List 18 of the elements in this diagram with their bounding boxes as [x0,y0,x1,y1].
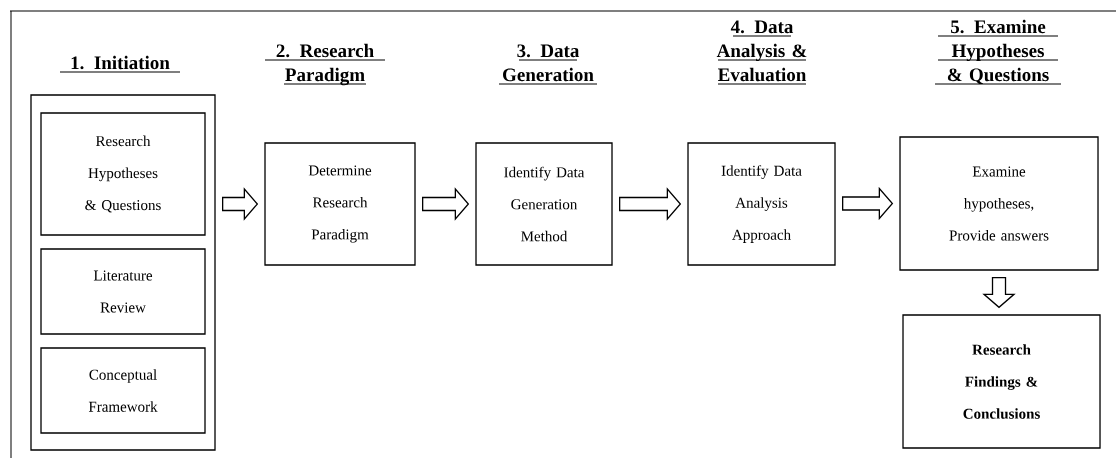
process-box: Examine hypotheses, Provide answers [899,136,1099,271]
process-box: Identify Data Analysis Approach [687,142,836,266]
stage-heading: 3. Data Generation [498,44,598,85]
process-box: Determine Research Paradigm [264,142,416,266]
block-arrow [982,277,1016,309]
stage-heading: 4. Data Analysis & Evaluation [716,20,807,85]
process-box: Research Findings & Conclusions [902,314,1101,449]
block-arrow [842,186,894,221]
stage-heading: 5. Examine Hypotheses & Questions [934,19,1062,85]
stage-heading: 2. Research Paradigm [264,43,386,86]
process-box: Identify Data Generation Method [475,142,613,266]
process-box: Literature Review [40,248,206,335]
block-arrow [222,187,259,221]
block-arrow [619,187,682,221]
process-box: Research Hypotheses & Questions [40,112,206,236]
process-box: Conceptual Framework [40,347,206,434]
block-arrow [422,187,470,221]
stage-heading: 1. Initiation [59,55,181,73]
